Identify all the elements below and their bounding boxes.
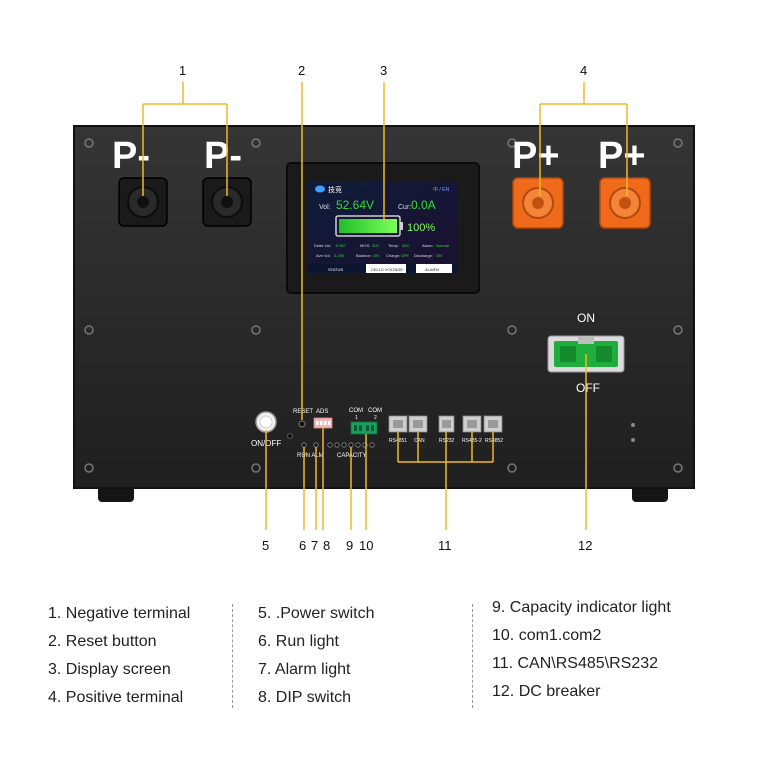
port-label-rs4852: RS4852 [485, 438, 503, 444]
discharge-label: Discharge: [414, 253, 433, 258]
legend-item: 9. Capacity indicator light [492, 599, 671, 616]
comm-ports[interactable] [388, 415, 503, 433]
com-connector[interactable] [350, 421, 378, 435]
legend-divider [232, 604, 233, 708]
balance-label: Balance: [356, 253, 372, 258]
soc-value: 100% [407, 222, 435, 234]
delta-vol-label: Delta Vol: [314, 243, 331, 248]
callout-number-5: 5 [262, 538, 269, 553]
run-light [301, 442, 307, 448]
legend-item: 1. Negative terminal [48, 605, 191, 622]
legend-item: 10. com1.com2 [492, 627, 602, 644]
callout-lines [142, 82, 628, 530]
callout-number-10: 10 [359, 538, 373, 553]
positive-terminal-label-2: P+ [598, 135, 646, 177]
screen-logo: 技竞 [328, 185, 342, 194]
callout-number-1: 1 [179, 63, 186, 78]
breaker-on-label: ON [577, 311, 595, 325]
temp-label: Temp: [388, 243, 399, 248]
reset-button[interactable] [298, 420, 306, 428]
negative-terminal-label-1: P- [112, 135, 150, 177]
negative-terminal-label-2: P- [204, 135, 242, 177]
legend-item: 2. Reset button [48, 633, 157, 650]
display-screen[interactable]: 技竞 中 / EN Vol: 52.64V Cur: 0.0A 100% Del… [308, 181, 458, 273]
legend-column-1: 1. Negative terminal 2. Reset button 3. … [48, 600, 190, 712]
balance-value: ON [373, 253, 379, 258]
alarm-value: Normal [436, 243, 449, 248]
power-switch[interactable] [255, 411, 277, 433]
legend-item: 3. Display screen [48, 661, 171, 678]
mos-value: 30C [372, 243, 379, 248]
panel-indicator-dot [631, 438, 635, 442]
vol-label: Vol: [319, 204, 331, 211]
legend-column-3: 9. Capacity indicator light 10. com1.com… [492, 594, 671, 706]
com2-label: COM [368, 408, 382, 414]
legend-item: 6. Run light [258, 633, 339, 650]
negative-terminal-2[interactable] [202, 177, 252, 227]
callout-number-2: 2 [298, 63, 305, 78]
port-label-can: CAN [414, 438, 425, 444]
ave-vol-value: 3.290 [334, 253, 345, 258]
positive-terminal-2[interactable] [599, 177, 651, 229]
battery-gauge-icon [335, 215, 403, 237]
ads-label: ADS [316, 409, 328, 415]
alarm-light [313, 442, 319, 448]
callout-number-4: 4 [580, 63, 587, 78]
charge-label: Charge: [386, 253, 400, 258]
delta-vol-value: 0.007 [336, 243, 347, 248]
com2-sub: 2 [374, 415, 377, 421]
callout-number-12: 12 [578, 538, 592, 553]
battery-diagram: P- P- P+ P+ 技竞 中 / EN Vol: 52.64V Cu [73, 63, 695, 553]
callout-number-11: 11 [438, 538, 452, 553]
legend-item: 8. DIP switch [258, 689, 352, 706]
tab-alarm[interactable]: ALARM [425, 267, 439, 272]
screen-lang: 中 / EN [433, 186, 450, 193]
alarm-label: Alarm: [422, 243, 434, 248]
legend-column-2: 5. .Power switch 6. Run light 7. Alarm l… [258, 600, 374, 712]
legend-item: 5. .Power switch [258, 605, 375, 622]
legend-item: 7. Alarm light [258, 661, 351, 678]
panel-hole [287, 433, 293, 439]
com1-label: COM [349, 408, 363, 414]
reset-label: RESET [293, 409, 313, 415]
legend-item: 4. Positive terminal [48, 689, 184, 706]
callout-number-7: 7 [311, 538, 318, 553]
cur-value: 0.0A [411, 198, 436, 212]
capacity-label: CAPACITY [337, 453, 367, 459]
port-label-rs232: RS232 [439, 438, 455, 444]
cur-label: Cur: [398, 204, 411, 211]
callout-number-8: 8 [323, 538, 330, 553]
callout-number-9: 9 [346, 538, 353, 553]
temp-value: 30C [402, 243, 409, 248]
legend-item: 12. DC breaker [492, 683, 601, 700]
panel-screws [84, 138, 683, 473]
com1-sub: 1 [355, 415, 358, 421]
legend-divider [472, 604, 473, 708]
tab-cells-voltage[interactable]: CELLS VOLTAGE [371, 267, 403, 272]
ave-vol-label: Ave Vol: [316, 253, 331, 258]
run-alm-label: RUN ALM [297, 453, 324, 459]
discharge-value: ON [436, 253, 442, 258]
positive-terminal-1[interactable] [512, 177, 564, 229]
callout-number-6: 6 [299, 538, 306, 553]
dip-switch[interactable] [313, 417, 333, 429]
panel-indicator-dot [631, 423, 635, 427]
callout-number-3: 3 [380, 63, 387, 78]
charge-value: OFF [401, 253, 410, 258]
mos-label: MOS: [360, 243, 370, 248]
positive-terminal-label-1: P+ [512, 135, 560, 177]
cloud-icon [315, 185, 325, 193]
legend-item: 11. CAN\RS485\RS232 [492, 655, 659, 672]
legend: 1. Negative terminal 2. Reset button 3. … [0, 599, 768, 720]
tab-status[interactable]: STATUS [328, 267, 344, 272]
breaker-off-label: OFF [576, 381, 600, 395]
vol-value: 52.64V [336, 198, 374, 212]
